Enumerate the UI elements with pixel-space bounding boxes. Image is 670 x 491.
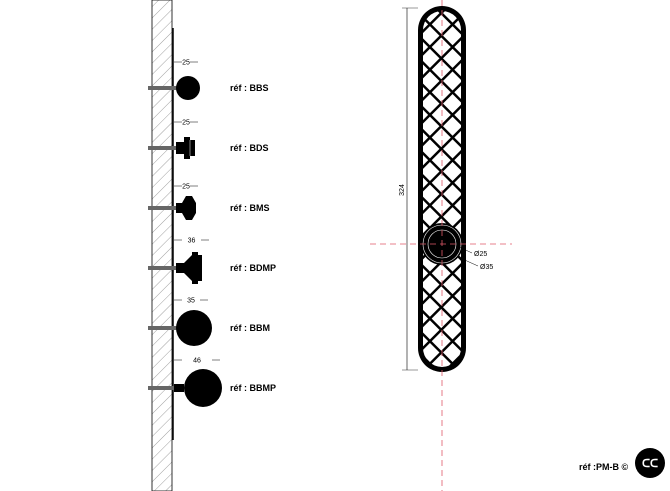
screw-icon	[148, 386, 182, 390]
outer-diameter-label: Ø35	[480, 264, 493, 271]
knob-ref-label: réf : BDS	[230, 143, 269, 153]
knob-dimension: 25	[174, 120, 198, 127]
height-dimension: 324	[399, 7, 418, 371]
knob-shape	[176, 252, 202, 284]
knob-1	[148, 137, 195, 159]
knob-shape	[176, 76, 200, 100]
knob-dimension: 46	[174, 358, 220, 365]
knob-5	[148, 369, 222, 407]
inner-diameter-label: Ø25	[474, 251, 487, 258]
knob-dimension-label: 25	[182, 60, 190, 67]
knob-dimension: 25	[174, 184, 198, 191]
knob-ref-label: réf : BDMP	[230, 263, 276, 273]
cc-logo: ᑕᑕ	[635, 448, 665, 478]
screw-icon	[148, 326, 182, 330]
knob-shape	[176, 310, 212, 346]
knob-3	[148, 252, 202, 284]
screw-icon	[148, 266, 182, 270]
knob-ref-label: réf : BBS	[230, 83, 269, 93]
screw-icon	[148, 206, 182, 210]
knob-shape	[176, 137, 195, 159]
wall-section	[151, 0, 174, 491]
knob-dimension-label: 46	[193, 358, 201, 365]
knob-4	[148, 310, 212, 346]
knob-shape	[176, 196, 196, 220]
knob-dimension-label: 25	[182, 184, 190, 191]
knob-dimension-label: 35	[187, 298, 195, 305]
screw-icon	[148, 86, 182, 90]
knob-dimension: 36	[174, 238, 209, 245]
screw-icon	[148, 146, 182, 150]
knob-shape	[174, 369, 222, 407]
knob-ref-label: réf : BMS	[230, 203, 270, 213]
knob-dimension-label: 36	[188, 238, 196, 245]
svg-text:ᑕᑕ: ᑕᑕ	[642, 458, 658, 470]
knob-dimension-label: 25	[182, 120, 190, 127]
height-label: 324	[399, 184, 406, 196]
knob-dimension: 35	[174, 298, 208, 305]
footer-ref: réf :PM-B ©	[579, 462, 628, 472]
knob-ref-label: réf : BBM	[230, 323, 270, 333]
diameter-callouts: Ø25 Ø35	[456, 245, 493, 271]
knob-2	[148, 196, 196, 220]
center-axes	[370, 0, 512, 491]
knob-dimension: 25	[174, 60, 198, 67]
knob-ref-label: réf : BBMP	[230, 383, 276, 393]
knob-0	[148, 76, 200, 100]
